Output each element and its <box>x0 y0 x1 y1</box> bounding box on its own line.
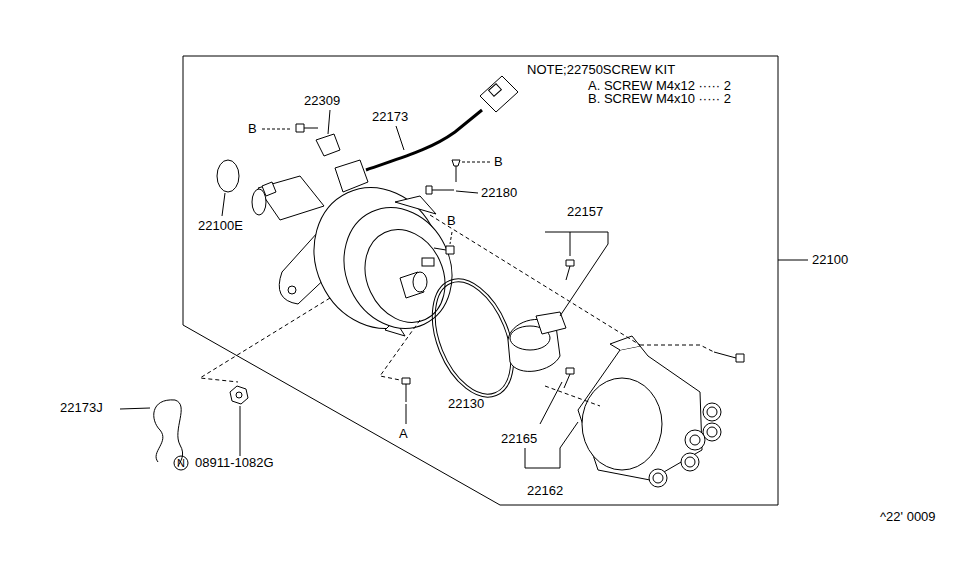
nut <box>230 386 248 404</box>
distributor-cap <box>578 336 721 487</box>
bracket <box>316 134 340 156</box>
circle-letter: N <box>174 456 188 470</box>
part-number: 22173J <box>60 401 103 415</box>
part-number: 22157 <box>567 205 603 219</box>
part-number: 22180 <box>481 186 517 200</box>
part-number: 22173 <box>372 110 408 124</box>
drawing-code: ^22' 0009 <box>880 510 936 524</box>
part-number: 22100E <box>198 219 243 233</box>
sensor-cable <box>335 76 518 192</box>
leader-line <box>328 110 330 134</box>
assembly-lines <box>200 215 714 406</box>
part-number: 22165 <box>501 432 537 446</box>
leader-line <box>120 408 150 409</box>
part-number: 22309 <box>304 94 340 108</box>
bracket-line <box>525 382 578 468</box>
part-number: 22100 <box>812 253 848 267</box>
screw-letter: B <box>447 214 456 228</box>
leader-line <box>778 260 808 261</box>
rotor <box>508 312 566 371</box>
note-line: B. SCREW M4x10 ····· 2 <box>588 92 731 106</box>
note-line: A. SCREW M4x12 ····· 2 <box>588 79 731 93</box>
screw-letter: A <box>399 427 408 441</box>
circle-symbol <box>174 456 188 470</box>
part-number: 08911-1082G <box>195 456 274 470</box>
note-title: NOTE;22750SCREW KIT <box>527 63 675 77</box>
leader-line <box>240 406 241 456</box>
distributor-housing <box>252 167 471 350</box>
o-ring <box>217 160 239 192</box>
screw-letter: B <box>494 155 503 169</box>
bracket-line <box>545 232 608 316</box>
screw-letter: B <box>248 122 257 136</box>
part-number: 22162 <box>527 484 563 498</box>
assembly-frame <box>183 56 778 505</box>
part-number: 22130 <box>448 397 484 411</box>
leader-line <box>222 193 225 216</box>
